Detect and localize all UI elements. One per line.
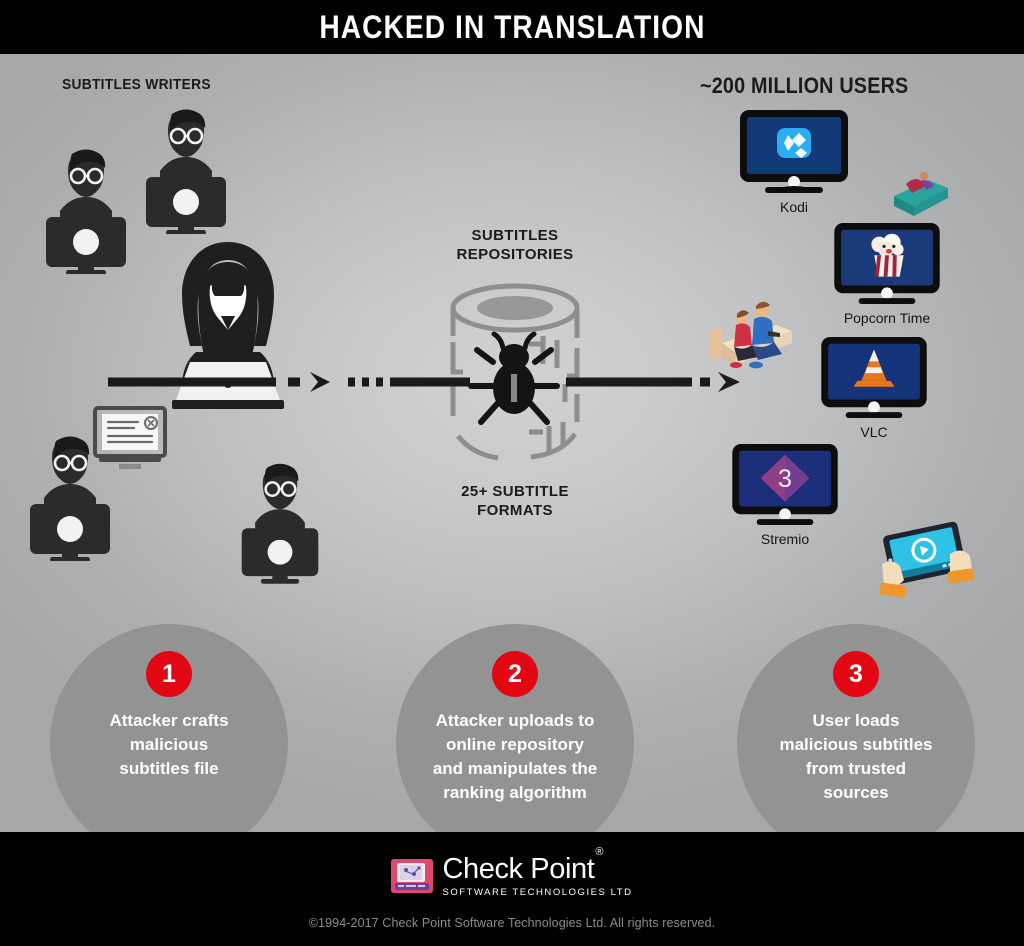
person-at-computer-icon (241, 463, 319, 584)
vlc-cone-icon (853, 349, 895, 387)
brand-text: Check Point® SOFTWARE TECHNOLOGIES LTD (442, 845, 633, 898)
dashed-arrow-icon (108, 372, 398, 392)
copyright-text: ©1994-2017 Check Point Software Technolo… (308, 915, 716, 930)
database-cylinder-icon (450, 283, 580, 461)
bug-icon (468, 331, 560, 425)
step-text: User loads malicious subtitles from trus… (779, 711, 933, 803)
step-circle-1: 1 Attacker crafts malicious subtitles fi… (50, 624, 288, 832)
flow-line-center (396, 370, 476, 399)
step-number-badge: 1 (146, 651, 192, 697)
footer: Check Point® SOFTWARE TECHNOLOGIES LTD ©… (0, 832, 1024, 946)
subtitle-formats-label: 25+ SUBTITLE FORMATS (461, 483, 569, 520)
device-label: Stremio (760, 531, 810, 547)
tv-monitor-icon (821, 336, 927, 418)
subtitle-file-monitor (93, 406, 167, 477)
subtitle-writer-figure (236, 462, 324, 584)
document-on-screen-icon (93, 406, 167, 469)
subtitle-writer-figure (24, 436, 116, 561)
tv-monitor-icon (740, 110, 848, 193)
subtitles-writers-label: SUBTITLES WRITERS (62, 76, 211, 93)
device-stremio[interactable]: 3 Stremio (731, 443, 839, 547)
tablet-in-hands-clipart (872, 516, 980, 615)
flow-dash-icon (396, 377, 470, 387)
device-vlc[interactable]: VLC (820, 336, 928, 440)
tablet-icon (879, 521, 975, 598)
person-at-computer-icon (146, 109, 226, 234)
page-title: HACKED IN TRANSLATION (318, 8, 706, 45)
hacker-figure (168, 234, 288, 419)
dashed-arrow-icon (566, 372, 740, 392)
title-bar: HACKED IN TRANSLATION (0, 0, 1024, 54)
device-popcorn-time[interactable]: Popcorn Time (833, 222, 941, 326)
step-circle-3: 3 User loads malicious subtitles from tr… (737, 624, 975, 832)
subtitles-repositories-label: SUBTITLES REPOSITORIES (456, 227, 574, 264)
device-kodi[interactable]: Kodi (739, 109, 849, 215)
step-circle-2: 2 Attacker uploads to online repository … (396, 624, 634, 832)
checkpoint-mark-icon (391, 859, 434, 893)
person-at-computer-icon (46, 149, 126, 274)
brand-tagline: SOFTWARE TECHNOLOGIES LTD (442, 886, 633, 898)
person-at-computer-icon (30, 436, 110, 561)
registered-mark: ® (595, 845, 604, 858)
flow-arrow-left (108, 370, 398, 399)
step-number-badge: 2 (492, 651, 538, 697)
diagram-stage: SUBTITLES WRITERS ~200 MILLION USERS SUB… (0, 54, 1024, 832)
brand-name: Check Point® (442, 845, 604, 885)
svg-text:3: 3 (778, 465, 792, 493)
million-users-label: ~200 MILLION USERS (700, 73, 909, 98)
couple-on-couch-clipart (706, 295, 806, 376)
step-text: Attacker uploads to online repository an… (432, 711, 598, 803)
tv-monitor-icon: 3 (732, 443, 838, 525)
subtitle-writer-figure (40, 149, 132, 274)
checkpoint-logo: Check Point® SOFTWARE TECHNOLOGIES LTD (391, 845, 633, 898)
hooded-hacker-icon (172, 242, 284, 409)
couch-icon (894, 172, 948, 216)
device-label: VLC (860, 424, 888, 440)
subtitle-writer-figure (140, 109, 232, 234)
flow-arrow-right (566, 370, 746, 399)
subtitles-repository-database (425, 276, 605, 481)
tv-monitor-icon (834, 222, 940, 304)
couch-icon (710, 301, 792, 369)
step-text: Attacker crafts malicious subtitles file (109, 711, 229, 779)
device-label: Kodi (779, 199, 809, 215)
person-on-couch-clipart (888, 162, 952, 229)
step-number-badge: 3 (833, 651, 879, 697)
device-label: Popcorn Time (843, 310, 931, 326)
